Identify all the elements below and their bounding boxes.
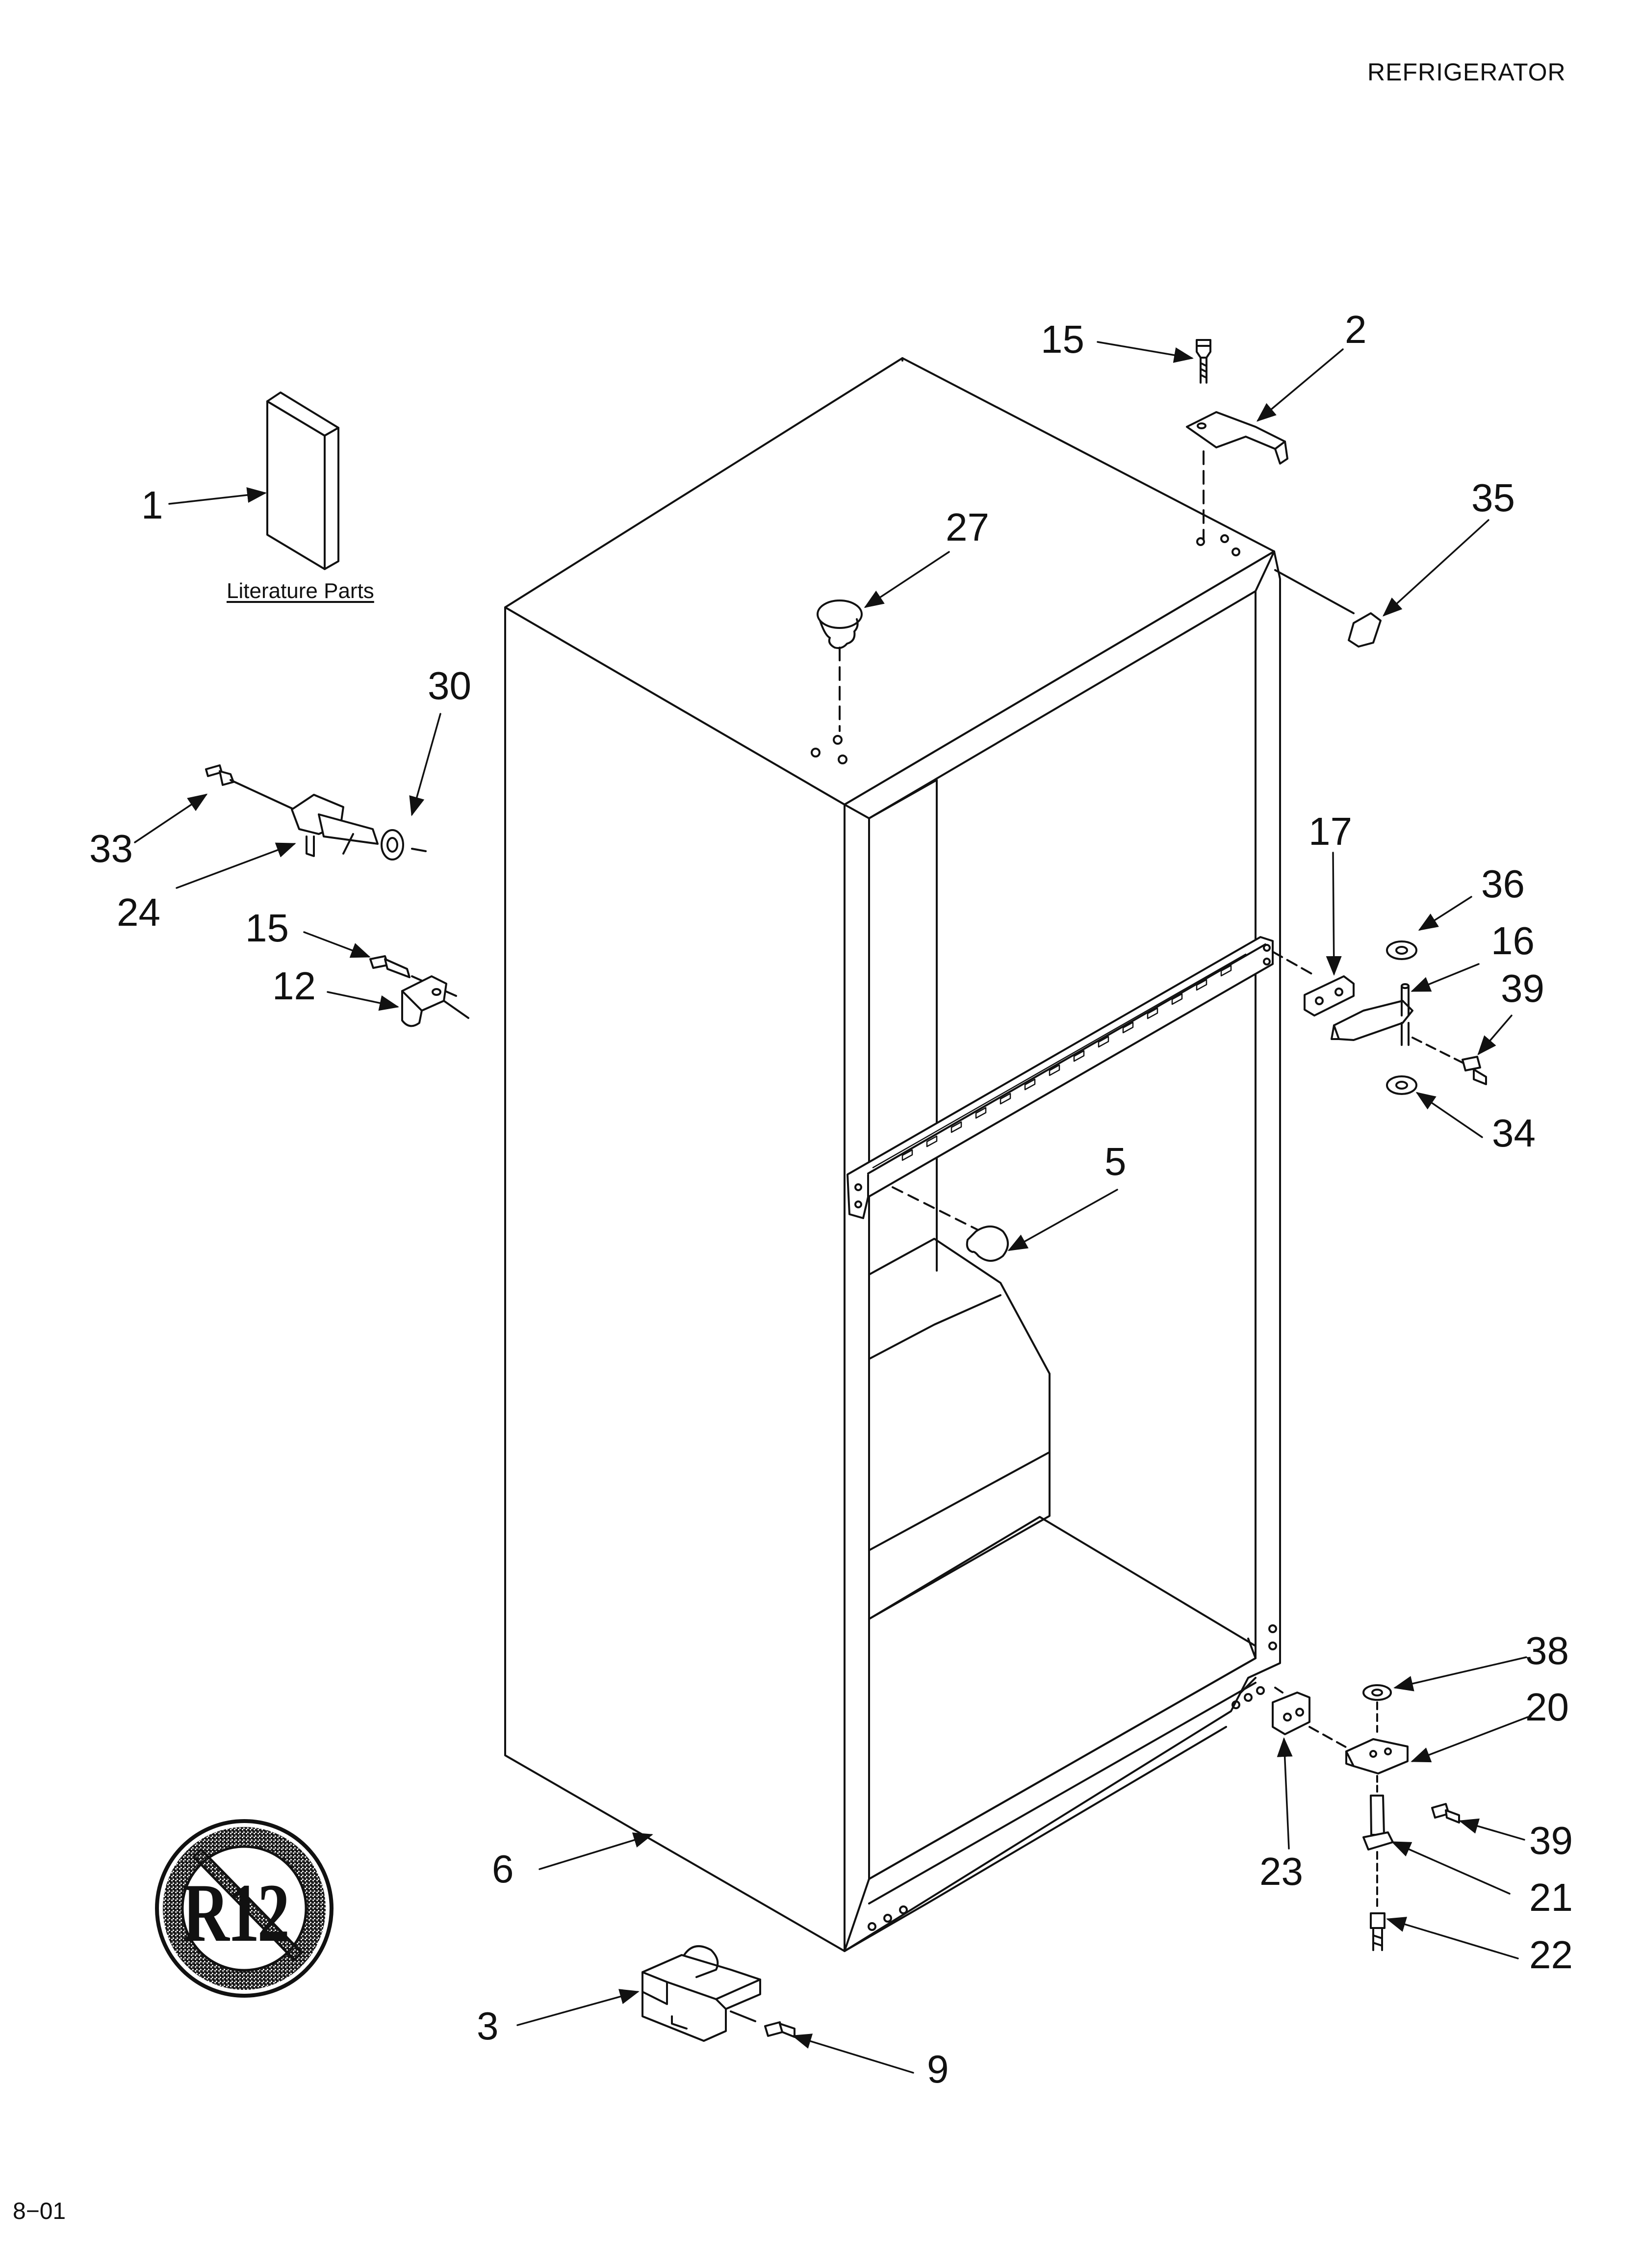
rail-plug — [892, 1186, 1009, 1262]
date-code: 8−01 — [13, 2198, 66, 2224]
callout-3: 3 — [477, 2004, 499, 2048]
callout-6: 6 — [492, 1847, 514, 1891]
callout-1: 1 — [141, 483, 163, 527]
leader-lines — [134, 341, 1529, 2074]
callout-33: 33 — [89, 827, 133, 870]
callout-17: 17 — [1308, 809, 1352, 853]
callout-9: 9 — [927, 2047, 949, 2091]
callout-30: 30 — [428, 664, 471, 707]
literature-booklet — [266, 391, 339, 570]
callout-5: 5 — [1104, 1140, 1127, 1183]
lower-hinge-assembly — [1272, 1684, 1460, 1951]
top-hinge-assembly — [1186, 339, 1288, 541]
callout-16: 16 — [1491, 919, 1535, 963]
callout-22: 22 — [1529, 1933, 1573, 1977]
cabinet — [504, 357, 1281, 1952]
top-plug — [817, 600, 863, 732]
callout-15-top: 15 — [1041, 317, 1084, 361]
callout-21: 21 — [1529, 1876, 1573, 1919]
mid-hinge-assembly — [1272, 940, 1487, 1095]
callout-38: 38 — [1525, 1629, 1569, 1672]
left-hinge-assembly — [205, 764, 427, 860]
callout-27: 27 — [946, 505, 989, 549]
no-r12-badge — [155, 1819, 334, 1998]
callout-2: 2 — [1345, 308, 1367, 351]
literature-parts-label: Literature Parts — [227, 579, 374, 603]
callout-23: 23 — [1259, 1850, 1303, 1893]
hinge-cover-35 — [1274, 569, 1382, 648]
callout-15-left: 15 — [245, 906, 289, 950]
callout-39-mid: 39 — [1501, 966, 1544, 1010]
callout-35: 35 — [1471, 476, 1515, 520]
callout-39-low: 39 — [1529, 1819, 1573, 1862]
callout-34: 34 — [1492, 1111, 1536, 1155]
left-bracket-assembly — [369, 955, 469, 1027]
callout-36: 36 — [1481, 862, 1525, 906]
section-title: REFRIGERATOR — [1367, 58, 1566, 86]
center-rail — [847, 936, 1274, 1219]
callout-12: 12 — [272, 964, 316, 1008]
callout-20: 20 — [1525, 1685, 1569, 1729]
callout-24: 24 — [117, 890, 160, 934]
no-r12-badge-text: R12 — [182, 1867, 290, 1959]
leveler-assembly — [641, 1945, 795, 2042]
